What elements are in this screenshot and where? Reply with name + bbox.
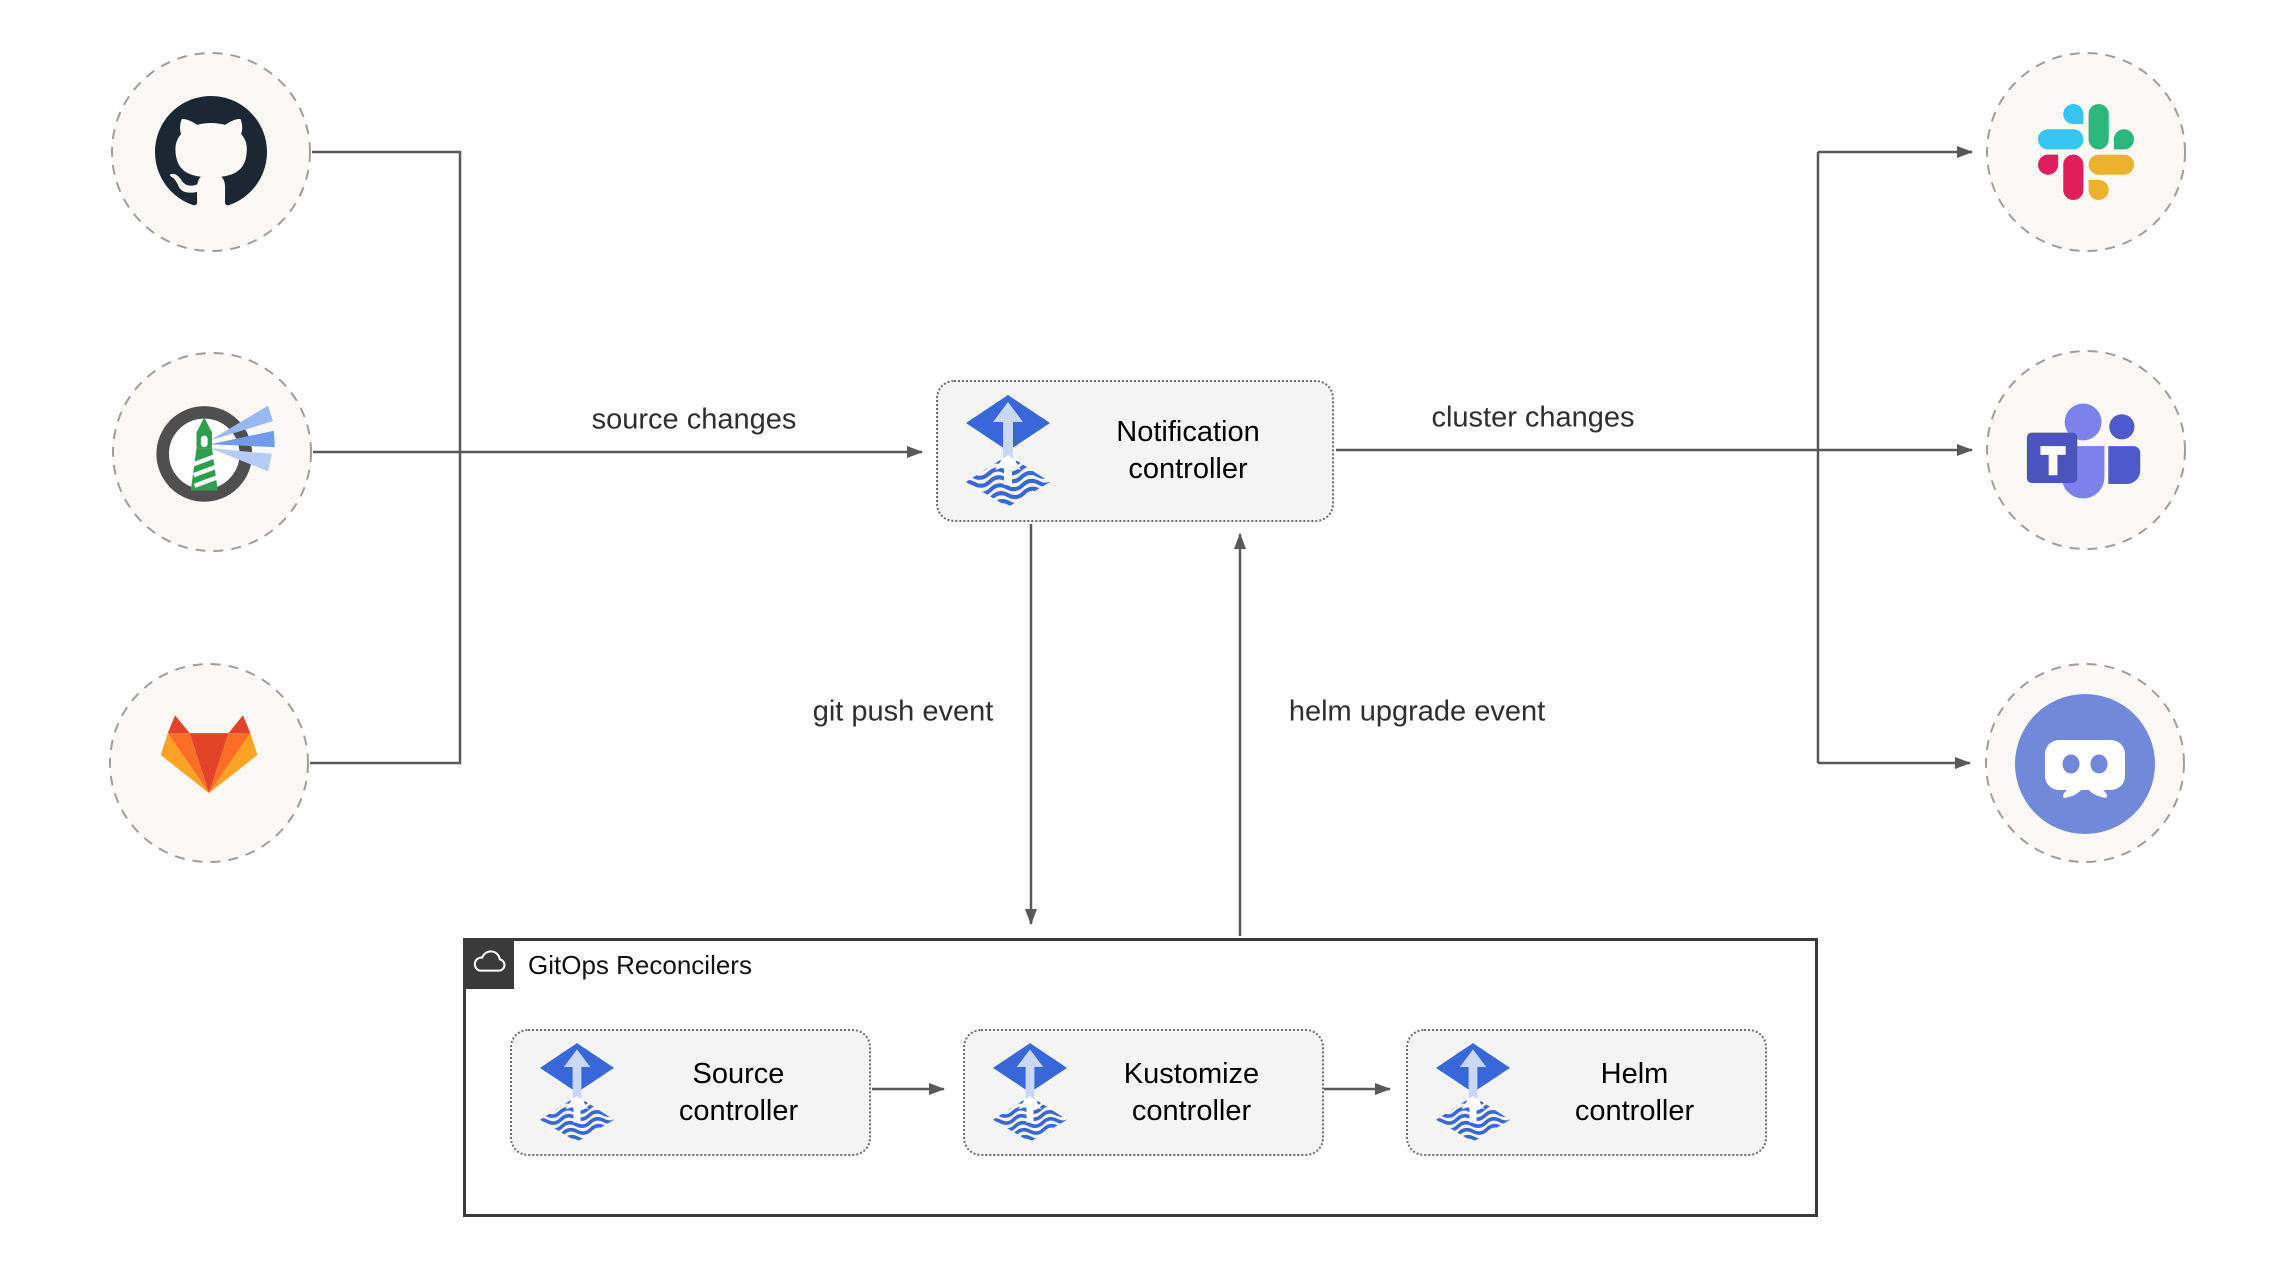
gitops-container-title: GitOps Reconcilers <box>528 950 752 980</box>
discord-icon <box>2015 694 2155 834</box>
flux-icon <box>966 395 1050 507</box>
gitops-badge <box>463 938 514 989</box>
gitops-reconcilers-container: GitOps Reconcilers Source controller Kus… <box>463 938 1818 1217</box>
github-node-circle <box>111 52 311 252</box>
harbor-icon <box>148 394 276 510</box>
kustomize-controller-label: Kustomize controller <box>1123 1057 1260 1127</box>
slack-node-circle <box>1986 52 2186 252</box>
gitlab-icon <box>156 715 262 816</box>
notification-controller-box: Notification controller <box>936 380 1334 522</box>
flux-icon <box>1436 1043 1510 1142</box>
flux-icon <box>540 1043 614 1142</box>
helm-controller-label: Helm controller <box>1574 1057 1695 1127</box>
edge-label-git-push: git push event <box>812 695 994 728</box>
notification-controller-label: Notification controller <box>1116 416 1260 485</box>
teams-icon <box>2023 403 2149 501</box>
source-controller-label: Source controller <box>678 1057 799 1127</box>
left-branch-line <box>310 150 462 765</box>
github-icon <box>155 96 267 208</box>
edge-label-source-changes: source changes <box>591 403 797 436</box>
helm-controller-box: Helm controller <box>1406 1029 1767 1156</box>
edge-label-helm-upgrade: helm upgrade event <box>1288 695 1546 728</box>
cloud-icon <box>473 949 505 972</box>
edge-label-cluster-changes: cluster changes <box>1431 401 1635 434</box>
source-controller-box: Source controller <box>510 1029 871 1156</box>
kustomize-controller-box: Kustomize controller <box>963 1029 1324 1156</box>
slack-icon <box>2038 104 2134 200</box>
flux-icon <box>993 1043 1067 1142</box>
